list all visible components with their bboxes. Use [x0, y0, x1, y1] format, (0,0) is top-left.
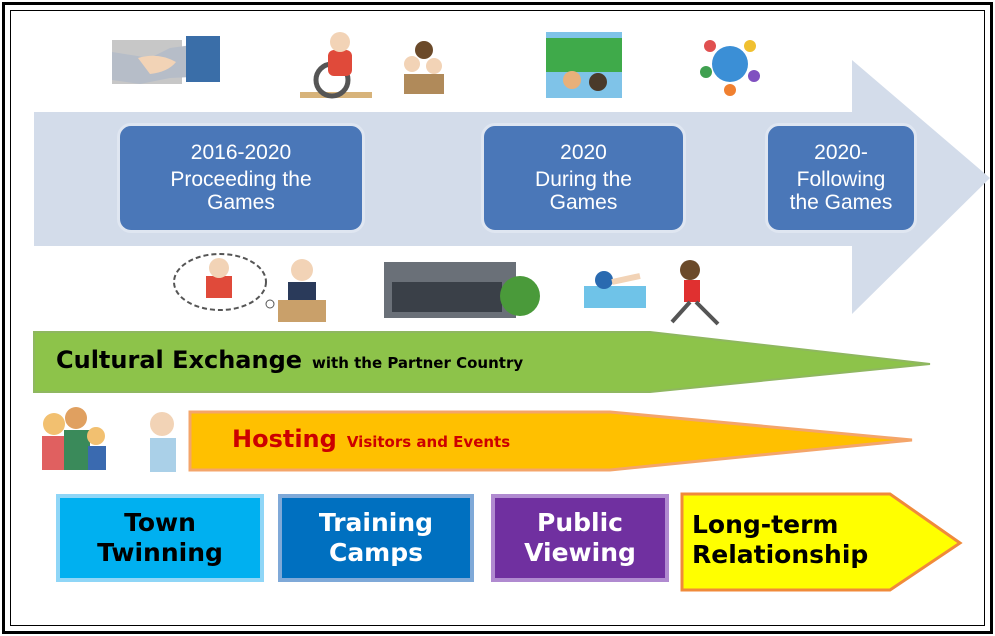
cultural-exchange-title: Cultural Exchange: [56, 346, 303, 374]
phase-year: 2020: [560, 141, 607, 165]
wheelchair-athlete-icon: [300, 32, 372, 99]
phase-year: 2020-: [814, 141, 868, 165]
phase-box-following: 2020- Following the Games: [765, 123, 917, 233]
cultural-exchange-band: [33, 331, 931, 393]
tile-public-viewing: Public Viewing: [491, 494, 669, 582]
children-group-icon: [404, 41, 444, 94]
tile-line: Camps: [328, 538, 424, 567]
tile-line: Town: [124, 508, 196, 537]
stadium-viewing-icon: [546, 32, 622, 98]
speaker-icon: [278, 259, 326, 322]
tile-line: Twinning: [97, 538, 223, 567]
cultural-exchange-label: Cultural Exchange with the Partner Countr…: [56, 346, 523, 374]
hosting-band: [188, 410, 913, 472]
handshake-icon: [112, 36, 220, 84]
man-icon: [150, 412, 176, 472]
family-icon: [42, 407, 106, 470]
inner-frame: [10, 10, 985, 626]
long-term-arrow: [680, 492, 963, 592]
tile-line: Training: [318, 508, 434, 537]
thought-bubble-child-icon: [173, 253, 275, 311]
tile-line: Relationship: [692, 540, 869, 569]
hosting-subtitle: Visitors and Events: [346, 433, 511, 451]
cultural-exchange-subtitle: with the Partner Country: [312, 354, 524, 372]
hosting-label: Hosting Visitors and Events: [232, 425, 510, 453]
phase-year: 2016-2020: [190, 141, 292, 165]
tile-line: Viewing: [524, 538, 636, 567]
tile-training-camps: Training Camps: [278, 494, 474, 582]
gymnasium-icon: [384, 262, 540, 318]
tile-line: Public: [537, 508, 623, 537]
globe-children-icon: [700, 40, 760, 96]
runner-icon: [670, 260, 720, 326]
tile-line: Long-term: [692, 510, 839, 539]
phase-label: Following the Games: [789, 167, 893, 215]
phase-label: Proceeding the Games: [170, 167, 312, 215]
phase-box-during: 2020 During the Games: [481, 123, 686, 233]
tile-long-term-relationship: Long-term Relationship: [692, 500, 892, 580]
phase-label: During the Games: [535, 167, 632, 215]
swimmer-icon: [584, 271, 646, 308]
tile-town-twinning: Town Twinning: [56, 494, 264, 582]
phase-box-proceeding: 2016-2020 Proceeding the Games: [117, 123, 365, 233]
hosting-title: Hosting: [232, 425, 337, 453]
